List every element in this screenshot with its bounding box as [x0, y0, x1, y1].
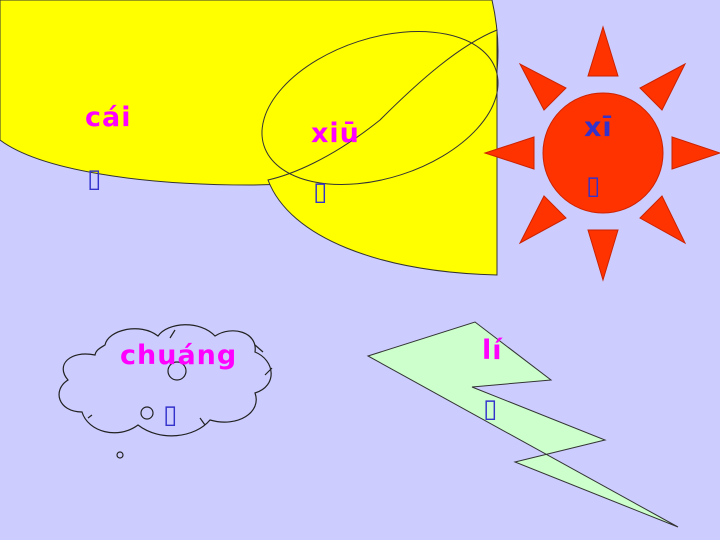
glyph-placeholder-xiu: ▯	[313, 177, 328, 207]
moon-ellipse-outline	[261, 30, 499, 186]
sun-ray	[587, 229, 619, 282]
sun-ray	[671, 136, 720, 170]
sun-graphic	[483, 25, 720, 282]
cloud-puff	[116, 451, 124, 459]
lightning-bolt	[366, 321, 679, 528]
glyph-placeholder-chuang: ▯	[163, 400, 178, 430]
cloud-detail	[87, 329, 273, 426]
cloud-graphic	[58, 324, 273, 459]
pinyin-cai: cái	[85, 102, 132, 133]
sun-body	[542, 92, 664, 214]
cloud-puff	[140, 406, 154, 420]
glyph-placeholder-li: ▯	[483, 394, 498, 424]
cloud-outline	[58, 324, 272, 437]
pinyin-xiu: xiū	[311, 118, 360, 149]
sun-ray	[518, 62, 567, 111]
glyph-placeholder-cai: ▯	[87, 164, 102, 194]
sun-ray	[587, 25, 619, 77]
glyph-placeholder-xi: ▯	[586, 171, 601, 201]
pinyin-li: lí	[482, 335, 503, 366]
cloud-puff	[167, 361, 187, 381]
sun-ray	[518, 195, 567, 245]
pinyin-xi: xī	[584, 112, 613, 143]
sun-ray	[639, 195, 687, 245]
pinyin-chuang: chuáng	[120, 340, 238, 371]
moon-shape-lower	[267, 29, 498, 276]
sun-ray	[639, 62, 687, 111]
sun-ray	[483, 136, 535, 170]
